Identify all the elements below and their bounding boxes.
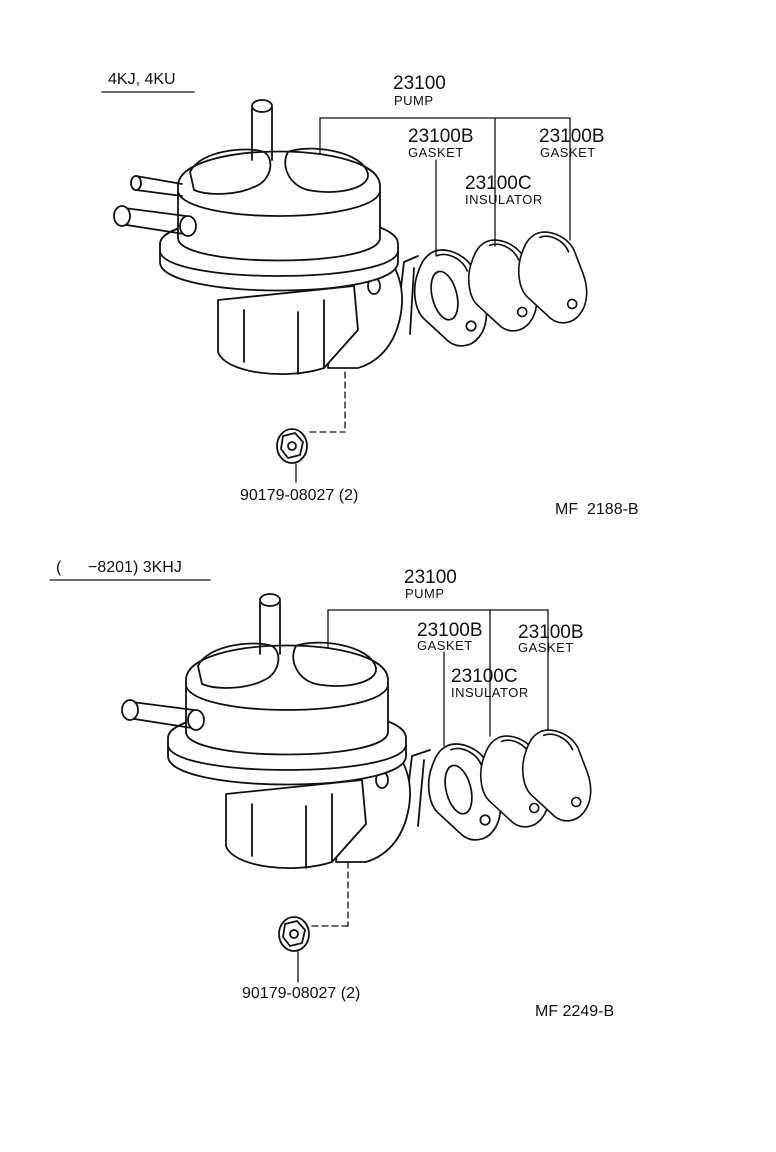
cover-recess-left — [189, 148, 272, 195]
upper-housing — [177, 150, 381, 262]
lower-body-ribs — [251, 793, 333, 869]
insulator-part-number-1: 23100C — [465, 173, 532, 194]
insulator-name-2: INSULATOR — [451, 685, 529, 700]
reference-code-1: MF 2188-B — [555, 501, 639, 518]
gasket-edge — [538, 235, 570, 253]
lower-body-ribs — [243, 299, 325, 375]
inlet-pipe-end — [121, 699, 139, 721]
gasket-bolt-hole — [570, 796, 582, 808]
upper-housing — [185, 644, 389, 756]
applicability-label-1: 4KJ, 4KU — [108, 71, 176, 88]
cover-recess-left — [197, 642, 280, 689]
cover-recess-right — [292, 641, 377, 687]
ring-edge — [167, 745, 407, 771]
gasket-bolt-hole — [528, 802, 540, 814]
gasket-part-number-2b: 23100B — [518, 622, 584, 643]
insulator-part-number-2: 23100C — [451, 666, 518, 687]
gasket-part-number-1a: 23100B — [408, 126, 474, 147]
gasket-edge — [542, 733, 574, 751]
nut-callout-2: 90179-08027 (2) — [242, 986, 360, 1002]
nut-1 — [276, 428, 308, 464]
gasket-part-number-1b: 23100B — [539, 126, 605, 147]
gasket-bolt-hole — [465, 320, 477, 332]
cover-recess-right — [284, 147, 369, 193]
fuel-pump-1 — [113, 99, 403, 375]
outlet-pipe — [259, 601, 281, 655]
nut-quantity-1: (2) — [338, 487, 359, 504]
housing-edge — [177, 191, 381, 217]
gasket-name-2a: GASKET — [417, 638, 473, 653]
nut-part-number-1: 90179-08027 — [240, 487, 335, 504]
gasket-2b — [521, 729, 592, 822]
nut-thread — [289, 929, 299, 939]
housing-edge — [185, 685, 389, 711]
inlet-pipe — [127, 701, 195, 729]
gasket-name-1b: GASKET — [540, 145, 596, 160]
outlet-pipe — [251, 107, 273, 161]
diagram-1 — [101, 91, 588, 483]
nut-hex — [282, 920, 306, 947]
gasket-center-opening — [444, 764, 473, 815]
pump-name-2: PUMP — [405, 586, 445, 601]
gasket-bolt-hole — [479, 814, 491, 826]
inlet-pipe-collar — [187, 709, 205, 731]
gasket-part-number-2a: 23100B — [417, 620, 483, 641]
return-pipe — [135, 175, 183, 197]
nut-2 — [278, 916, 310, 952]
nut-part-number-2: 90179-08027 — [242, 985, 337, 1002]
gasket-bolt-hole — [566, 298, 578, 310]
gasket-1b — [517, 231, 588, 324]
applicability-label-2: ( −8201) 3KHJ — [56, 559, 182, 576]
gasket-edge — [488, 243, 520, 261]
gasket-name-2b: GASKET — [518, 640, 574, 655]
gasket-center-opening — [430, 270, 459, 321]
ring-edge — [159, 251, 399, 277]
fuel-pump-2 — [121, 593, 411, 869]
outlet-pipe-end — [259, 593, 281, 607]
reference-code-2: MF 2249-B — [535, 1003, 615, 1020]
pump-part-number-2: 23100 — [404, 567, 457, 588]
gasket-bolt-hole — [516, 306, 528, 318]
outlet-pipe-end — [251, 99, 273, 113]
gasket-name-1a: GASKET — [408, 145, 464, 160]
nut-callout-1: 90179-08027 (2) — [240, 488, 358, 504]
gasket-edge — [450, 747, 483, 766]
gasket-edge — [436, 253, 469, 272]
return-pipe-end — [130, 175, 142, 191]
diagram-2 — [49, 579, 592, 983]
pump-name-1: PUMP — [394, 93, 434, 108]
inlet-pipe — [119, 207, 187, 235]
insulator-name-1: INSULATOR — [465, 192, 543, 207]
inlet-pipe-collar — [179, 215, 197, 237]
nut-thread — [287, 441, 297, 451]
pump-part-number-1: 23100 — [393, 73, 446, 94]
nut-quantity-2: (2) — [340, 985, 361, 1002]
inlet-pipe-end — [113, 205, 131, 227]
nut-hex — [280, 432, 304, 459]
